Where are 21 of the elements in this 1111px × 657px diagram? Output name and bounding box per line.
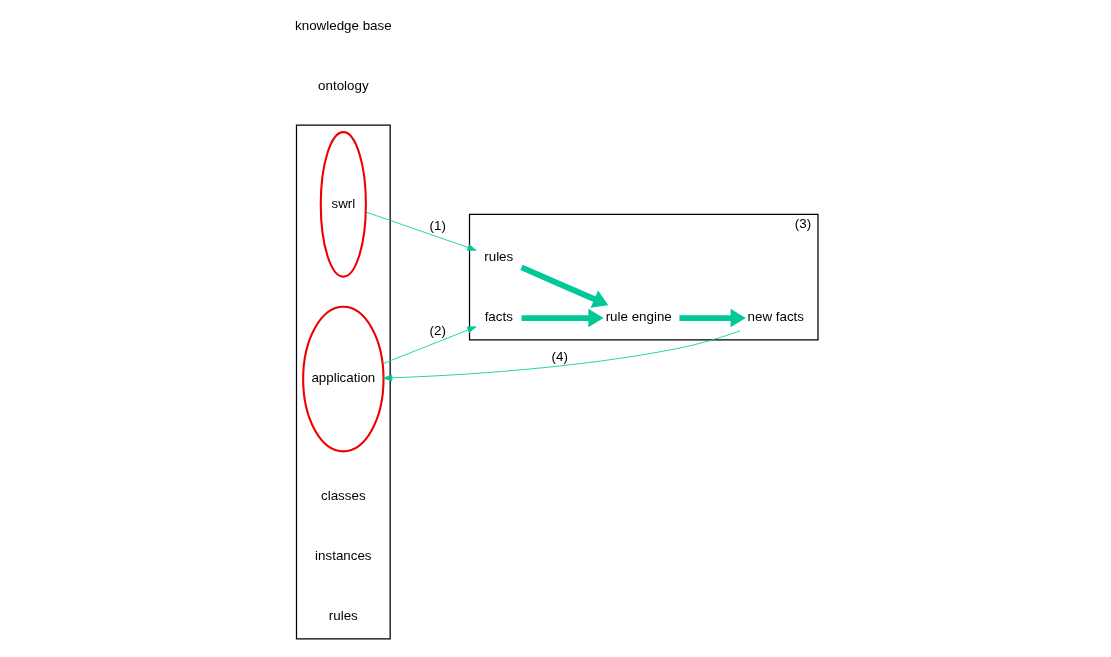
node-text: rule engine	[605, 309, 672, 325]
label: classes	[320, 488, 366, 504]
node-ellipse: swrl	[319, 131, 367, 278]
edge-label: (2)	[429, 323, 446, 339]
label: knowledge base	[294, 17, 392, 33]
arrow	[382, 326, 476, 365]
arrow	[382, 330, 741, 382]
node-text: rules	[483, 249, 513, 265]
node-text: facts	[484, 309, 513, 325]
arrow	[364, 211, 476, 251]
node-label: (3)	[794, 216, 811, 232]
arrow	[678, 308, 746, 328]
edge-label: (4)	[551, 349, 568, 365]
arrow	[521, 308, 604, 328]
label: rules	[328, 608, 358, 624]
arrow	[519, 264, 608, 308]
label: ontology	[317, 77, 369, 93]
node-text: new facts	[747, 309, 804, 325]
edge-label: (1)	[429, 218, 446, 234]
label: instances	[314, 548, 372, 564]
node-ellipse: application	[301, 305, 385, 453]
